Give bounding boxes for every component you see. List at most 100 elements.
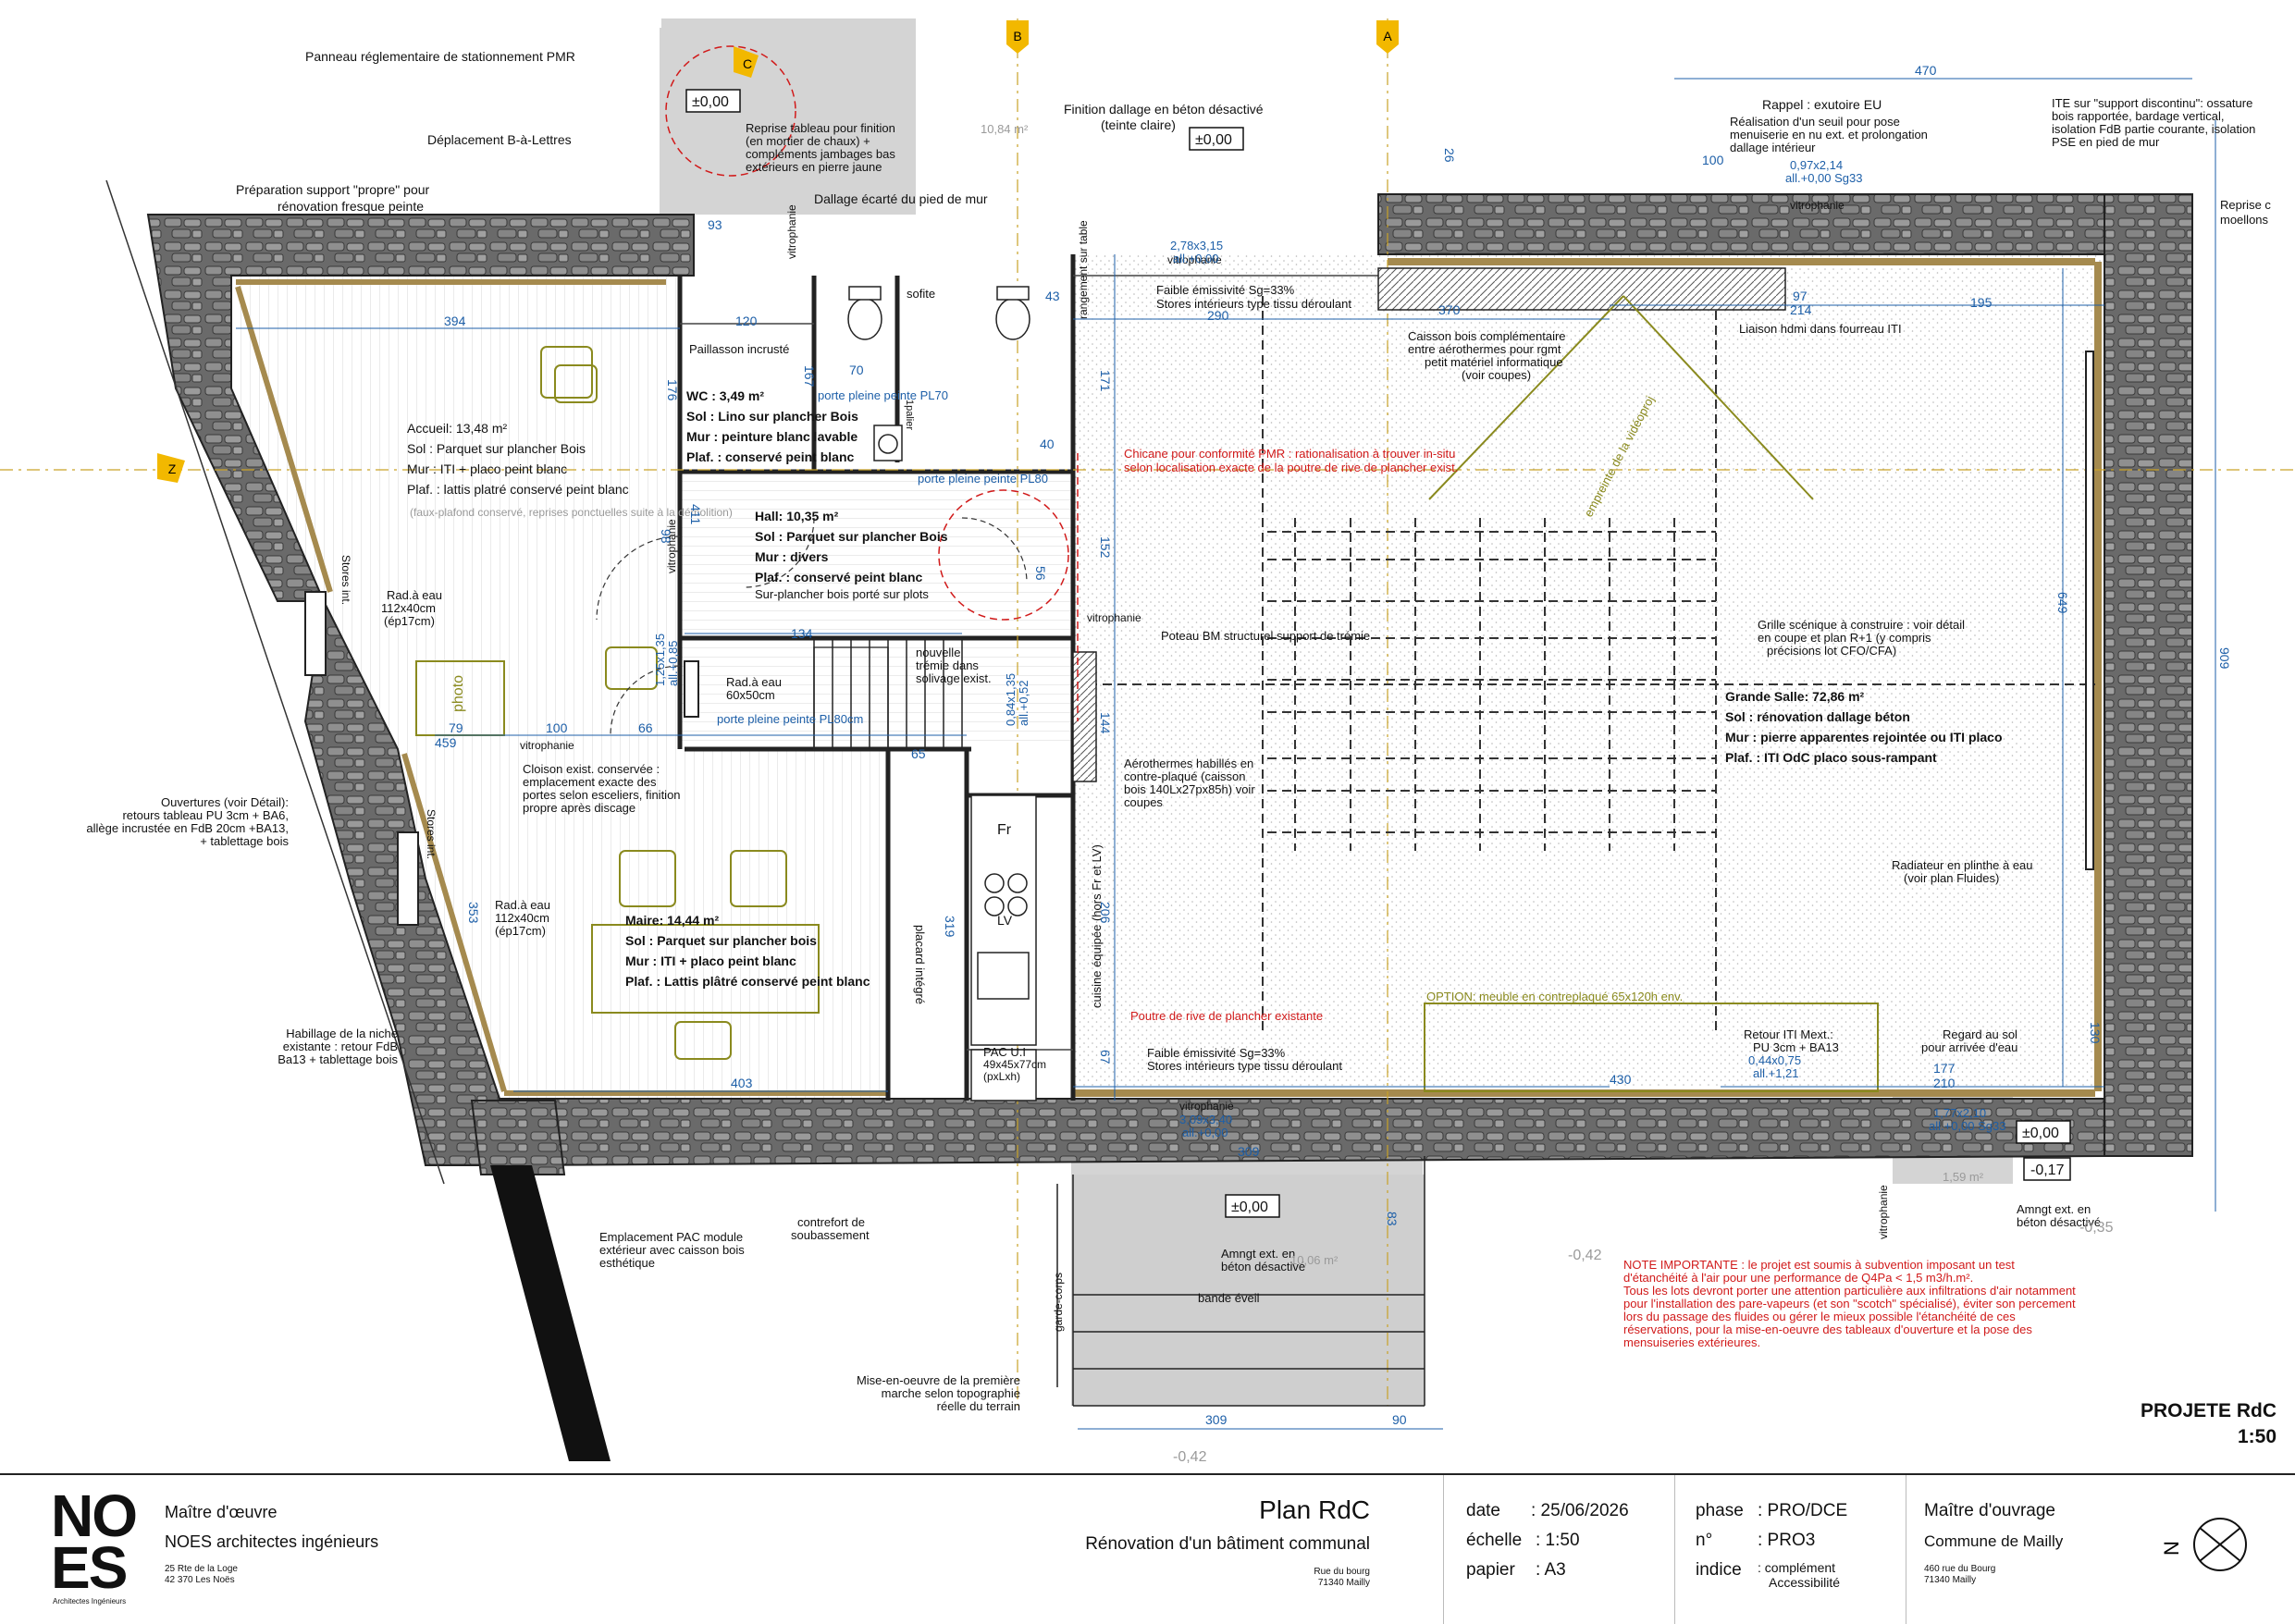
room-maire-sol: Sol : Parquet sur plancher bois — [625, 933, 817, 948]
mo-addr-1: 460 rue du Bourg — [1924, 1564, 1996, 1574]
dim-195: 195 — [1970, 295, 1993, 310]
north-arrow-icon: N — [2155, 1503, 2257, 1586]
note-poteau: Poteau BM structurel support de trémie — [1161, 629, 1370, 643]
note-importante-line-4: pour l'installation des pare-vapeurs (et… — [1623, 1297, 2076, 1310]
note-rappel-4: dallage intérieur — [1730, 141, 1816, 154]
note-ouvertures-2: retours tableau PU 3cm + BA6, — [122, 808, 289, 822]
dim-171: 171 — [1098, 370, 1113, 392]
note-rad-a-2: 112x40cm — [381, 601, 436, 615]
note-aero-1: Aérothermes habillés en — [1124, 757, 1253, 770]
entrance-steps — [1056, 1156, 1425, 1407]
note-importante-line-1: NOTE IMPORTANTE : le projet est soumis à… — [1623, 1258, 2015, 1272]
dim-43: 43 — [1045, 289, 1060, 303]
note-reprise-1: Reprise tableau pour finition — [746, 121, 895, 135]
window-4-size: 1,77x2,10 — [1933, 1106, 1986, 1120]
dim-206: 206 — [1098, 902, 1113, 924]
room-maire-plaf: Plaf. : Lattis plâtré conservé peint bla… — [625, 974, 870, 989]
note-retour-2: PU 3cm + BA13 — [1753, 1040, 1839, 1054]
dim-290: 290 — [1207, 308, 1229, 323]
note-poutre: Poutre de rive de plancher existante — [1130, 1009, 1323, 1023]
moe-addr-2: 42 370 Les Noës — [165, 1575, 235, 1585]
note-pac-3: esthétique — [599, 1256, 655, 1270]
dim-152: 152 — [1098, 536, 1113, 559]
note-aero-3: bois 140Lx27px85h) voir — [1124, 782, 1255, 796]
aerothermes-caisson — [1072, 651, 1097, 782]
note-rappel-1: Rappel : exutoire EU — [1762, 97, 1882, 112]
radiator-hall — [684, 660, 699, 718]
note-pac-int-2: 49x45x77cm — [983, 1058, 1046, 1071]
room-accueil-sol: Sol : Parquet sur plancher Bois — [407, 441, 586, 456]
wc-fixtures — [847, 286, 1030, 461]
stamp-scale: 1:50 — [2237, 1426, 2276, 1447]
north-label: N — [2160, 1541, 2183, 1556]
note-rad-a-1: Rad.à eau — [387, 588, 442, 602]
label-vitrophanie-4: vitrophanie — [1790, 199, 1845, 212]
dim-79: 79 — [449, 720, 463, 735]
note-ite-2: bois rapportée, bardage vertical, — [2052, 109, 2224, 123]
note-rad-c-3: (ép17cm) — [495, 924, 546, 938]
label-stores-int-2: Stores int. — [425, 809, 438, 859]
annotations: Panneau réglementaire de stationnement P… — [86, 49, 2271, 1413]
room-maire-name: Maire: 14,44 m² — [625, 913, 719, 928]
section-markers: B A C Z — [157, 20, 1399, 483]
scenic-grid — [1073, 296, 2095, 1036]
dim-210: 210 — [1933, 1076, 1956, 1090]
exterior-wall-thick — [490, 1165, 611, 1461]
label-porte-80a: porte pleine peinte PL80 — [918, 472, 1048, 486]
level-7: -0,42 — [1568, 1248, 1602, 1263]
plan-addr-1: Rue du bourg — [1314, 1567, 1370, 1577]
note-caisson-4: (voir coupes) — [1462, 368, 1531, 382]
room-wc-mur: Mur : peinture blanc lavable — [686, 429, 858, 444]
note-reprise-moellons-1: Reprise c — [2220, 198, 2271, 212]
note-option: OPTION: meuble en contreplaqué 65x120h e… — [1426, 990, 1683, 1003]
room-hall-plaf: Plaf. : conservé peint blanc — [755, 570, 922, 584]
date-value: : 25/06/2026 — [1531, 1501, 1629, 1520]
section-a-label: A — [1383, 29, 1392, 43]
room-salle-mur: Mur : pierre apparentes rejointée ou ITI… — [1725, 730, 2003, 744]
note-pac-int-1: PAC U.I — [983, 1045, 1026, 1059]
room-wc-plaf: Plaf. : conservé peint blanc — [686, 449, 854, 464]
section-z-label: Z — [168, 461, 177, 476]
note-rad-c-1: Rad.à eau — [495, 898, 550, 912]
dim-97: 97 — [1793, 289, 1808, 303]
note-rad-a-3: (ép17cm) — [384, 614, 435, 628]
caisson-bois-nord — [1377, 267, 1786, 311]
note-cloison-2: emplacement exacte des — [523, 775, 657, 789]
note-amngt-3: Amngt ext. en — [2017, 1202, 2091, 1216]
room-salle-name: Grande Salle: 72,86 m² — [1725, 689, 1865, 704]
label-palier: 1palier — [904, 400, 915, 430]
dim-67: 67 — [1098, 1050, 1113, 1064]
note-mise-2: marche selon topographie — [882, 1386, 1020, 1400]
dim-83: 83 — [1385, 1212, 1400, 1226]
note-habillage-2: existante : retour FdB — [283, 1040, 398, 1053]
drawing-stamp: PROJETE RdC 1:50 — [2141, 1398, 2276, 1450]
note-sofite: sofite — [907, 287, 935, 301]
entrance-steps-area — [1071, 1175, 1425, 1406]
dim-93: 93 — [708, 217, 722, 232]
room-accueil-plaf: Plaf. : lattis platré conservé peint bla… — [407, 482, 629, 497]
dim-176: 176 — [665, 379, 680, 401]
note-importante-line-5: lors du passage des fluides ou gérer le … — [1623, 1310, 2016, 1323]
note-cloison-4: propre après discage — [523, 801, 635, 815]
area-2: 10,06 m² — [1290, 1253, 1339, 1267]
note-amngt-1: Amngt ext. en — [1221, 1247, 1295, 1261]
window-4-alt: all.+0,00 Sg33 — [1929, 1119, 2005, 1133]
kitchen — [970, 794, 1037, 1101]
note-grille-3: précisions lot CFO/CFA) — [1767, 644, 1896, 658]
level-6: -0,35 — [2079, 1220, 2114, 1236]
note-garde: garde-corps — [1052, 1273, 1065, 1332]
label-vitrophanie-7: vitrophanie — [785, 204, 798, 259]
label-vitrophanie-5: vitrophanie — [1167, 253, 1222, 266]
note-faible-south-2: Stores intérieurs type tissu déroulant — [1147, 1059, 1342, 1073]
room-labels: Accueil: 13,48 m² Sol : Parquet sur plan… — [407, 388, 2003, 989]
note-caisson-1: Caisson bois complémentaire — [1408, 329, 1566, 343]
note-tremie-3: solivage exist. — [916, 671, 992, 685]
room-maire-mur: Mur : ITI + placo peint blanc — [625, 953, 796, 968]
phase-label: phase — [1696, 1501, 1744, 1520]
dim-649: 649 — [2055, 592, 2070, 614]
window-labels: 2,78x3,15 all.+0,00 0,97x2,14 all.+0,00 … — [653, 158, 2005, 1139]
note-amngt-2: béton désactivé — [1221, 1260, 1305, 1273]
dim-394: 394 — [444, 314, 466, 328]
moe-name: NOES architectes ingénieurs — [165, 1532, 379, 1551]
window-3-alt: all.+0,00 — [1182, 1126, 1228, 1139]
